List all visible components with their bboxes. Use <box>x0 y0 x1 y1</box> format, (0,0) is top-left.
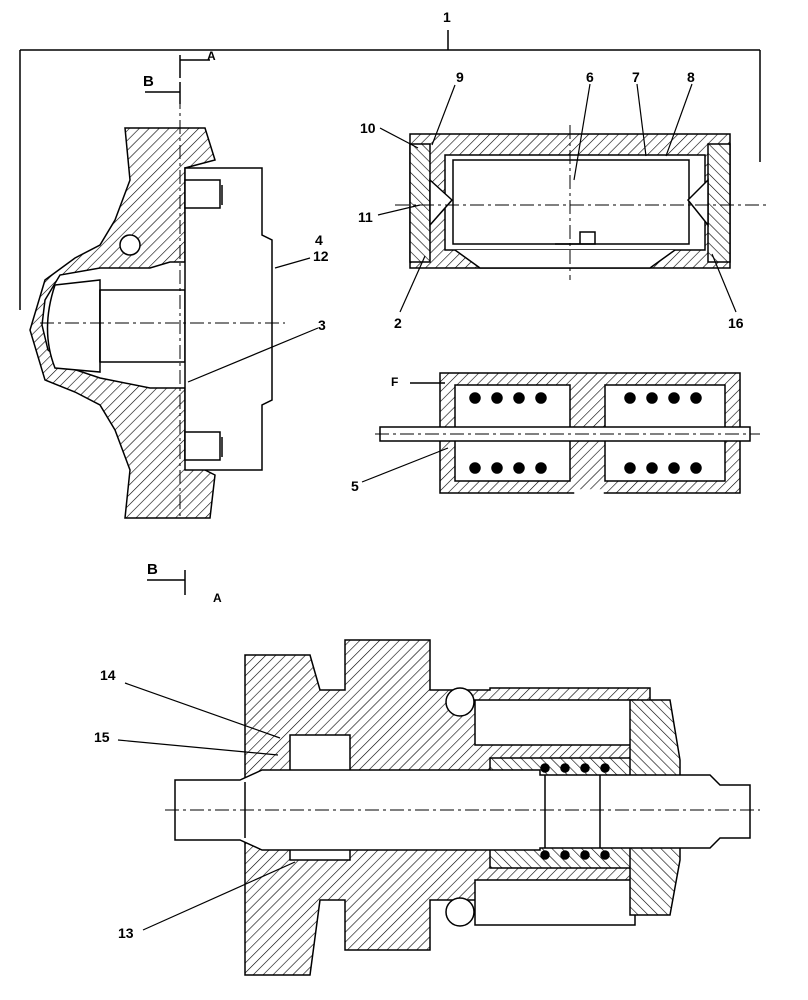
spring-coils <box>469 392 702 474</box>
callout-13: 13 <box>118 925 134 941</box>
callout-3: 3 <box>318 317 326 333</box>
leader-lines <box>117 83 737 931</box>
section-marks-bottom <box>147 570 186 595</box>
assembly-bracket <box>19 30 761 310</box>
callout-9: 9 <box>456 69 464 85</box>
callout-10: 10 <box>360 120 376 136</box>
port-label-f: F <box>391 375 398 389</box>
callout-11: 11 <box>358 209 373 225</box>
callout-12: 12 <box>313 248 329 264</box>
section-mark-b-bottom: B <box>147 561 158 578</box>
pump-main-section <box>174 639 751 976</box>
callout-1: 1 <box>443 9 451 25</box>
callout-14: 14 <box>100 667 116 683</box>
section-mark-a-bottom: A <box>213 591 222 605</box>
spring-cartridge-section <box>379 372 751 497</box>
callout-16: 16 <box>728 315 744 331</box>
section-mark-a-top: A <box>207 49 216 63</box>
bottom-spring-coils <box>540 763 610 860</box>
callout-6: 6 <box>586 69 594 85</box>
callout-8: 8 <box>687 69 695 85</box>
section-mark-b-top: B <box>143 73 154 90</box>
section-marks-top <box>145 55 210 104</box>
callout-4: 4 <box>315 232 323 248</box>
callout-5: 5 <box>351 478 359 494</box>
callout-2: 2 <box>394 315 402 331</box>
callout-15: 15 <box>94 729 110 745</box>
flange-cross-section <box>29 127 273 519</box>
callout-7: 7 <box>632 69 640 85</box>
piston-cylinder-section <box>409 133 731 269</box>
